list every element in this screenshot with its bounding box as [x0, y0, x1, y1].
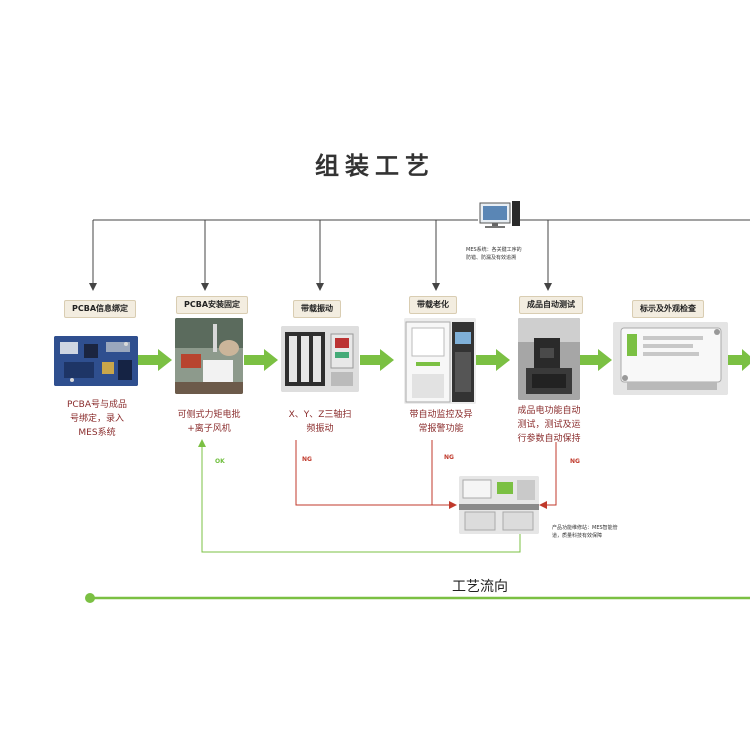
flow-direction-label: 工艺流向	[452, 579, 508, 595]
step-desc-vibration: X、Y、Z三轴扫 频振动	[288, 410, 352, 434]
step-desc-auto-test: 成品电功能自动 测试，测试及运 行参数自动保持	[517, 406, 581, 444]
step-label-inspection: 标示及外观检查	[632, 300, 704, 318]
flow-direction-bar	[85, 593, 750, 603]
step-desc-pcba-binding: PCBA号与成品 号绑定，录入 MES系统	[66, 400, 128, 438]
step-label-pcba-mounting: PCBA安装固定	[176, 296, 249, 314]
ng-label-aging: NG	[444, 454, 454, 461]
computer-icon	[479, 201, 520, 228]
ok-label: OK	[215, 458, 225, 465]
process-arrows	[138, 349, 750, 371]
aging-chamber-image	[404, 318, 476, 404]
mounting-station-image	[175, 318, 243, 394]
ng-label-vibration: NG	[302, 456, 312, 463]
pcba-board-image	[54, 336, 138, 386]
finished-product-image	[613, 322, 728, 395]
ng-lines	[295, 440, 557, 509]
step-label-vibration: 带载振动	[293, 300, 341, 318]
step-label-pcba-binding: PCBA信息绑定	[64, 300, 137, 318]
repair-station-image	[459, 476, 539, 534]
step-desc-aging: 带自动监控及异 常报警功能	[409, 410, 473, 434]
mes-note: MES系统：各关键工序的 防错、防漏及有效追溯	[466, 247, 522, 261]
repair-station-note: 产品功能维修站：MES智能管 道，质量科技有效保障	[552, 525, 618, 539]
step-desc-pcba-mounting: 可侧式力矩电批 +离子风机	[177, 410, 241, 434]
mes-lines	[89, 219, 750, 291]
ok-line	[198, 439, 521, 553]
auto-test-station-image	[518, 318, 580, 400]
step-label-aging: 带载老化	[409, 296, 457, 314]
step-label-auto-test: 成品自动测试	[519, 296, 583, 314]
page-title: 组装工艺	[315, 152, 435, 180]
vibration-rig-image	[281, 326, 359, 392]
ng-label-auto-test: NG	[570, 458, 580, 465]
